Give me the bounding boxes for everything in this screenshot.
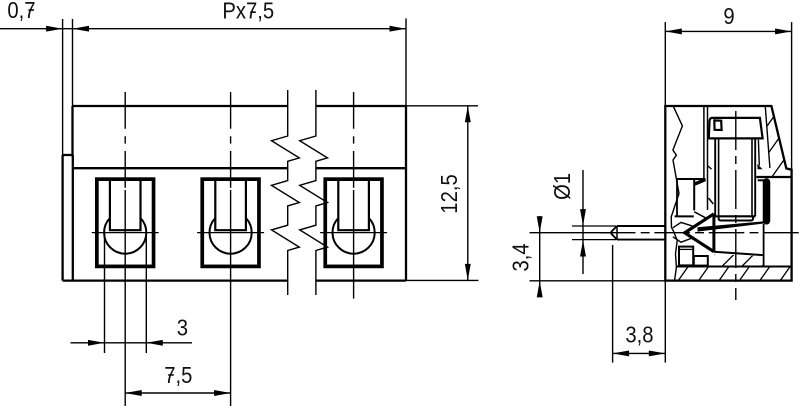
- svg-text:0,7: 0,7: [7, 0, 35, 23]
- svg-text:12,5: 12,5: [436, 174, 463, 213]
- svg-text:3,4: 3,4: [507, 243, 534, 271]
- svg-text:3: 3: [177, 314, 188, 341]
- svg-text:3,8: 3,8: [625, 321, 653, 348]
- svg-text:Px7,5: Px7,5: [222, 0, 274, 24]
- svg-text:Ø1: Ø1: [549, 173, 576, 200]
- svg-text:9: 9: [723, 2, 734, 29]
